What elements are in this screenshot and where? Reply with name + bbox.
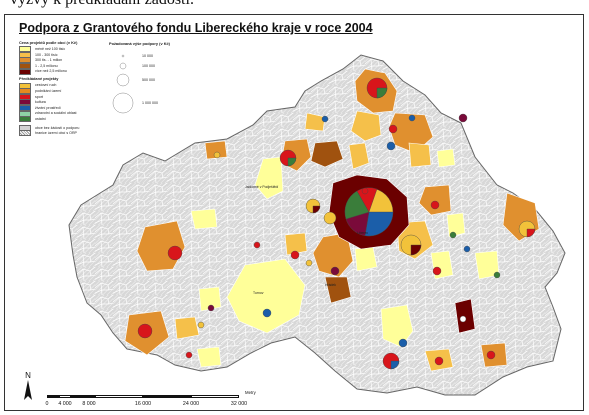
size-legend-label: 10 000	[142, 54, 153, 58]
north-arrow-icon	[24, 380, 32, 400]
theme-legend-item: ostatní	[19, 116, 79, 123]
cost-legend-item: méně než 100 tisíc	[19, 46, 79, 53]
map-frame: Podpora z Grantového fondu Libereckého k…	[4, 14, 584, 411]
legend-swatch	[19, 62, 31, 69]
theme-legend-item: sport	[19, 93, 79, 100]
cost-legend-item: 300 tis. - 1 milion	[19, 57, 79, 64]
scale-tick: 32 000	[230, 401, 248, 407]
legend-label: životní prostředí	[35, 105, 61, 110]
size-legend-label: 1 000 000	[142, 101, 158, 105]
legend-swatch	[19, 93, 31, 100]
scale-tick: 24 000	[182, 401, 200, 407]
theme-legend-item: cestovní ruch	[19, 82, 79, 89]
theme-legend-title: Předkládané projekty	[19, 76, 59, 82]
legend-swatch	[19, 68, 31, 75]
legend-label: sport	[35, 94, 43, 99]
cost-legend-title: Cena projektů podle obcí (v Kč)	[19, 40, 78, 45]
legend-label: více než 2,5 milionu	[35, 69, 67, 74]
legend-swatch	[19, 46, 31, 53]
legend-label: 1 - 2,5 milionu	[35, 63, 58, 68]
project-pie-symbols	[137, 77, 536, 370]
scale-bar: 0 4 000 8 000 16 000 24 000 32 000 Metry	[45, 390, 287, 410]
scale-tick: 8 000	[82, 401, 96, 407]
legend-label: obce bez žádostí o podporu	[35, 125, 80, 130]
scale-tick: 4 000	[58, 401, 72, 407]
other-legend-item: hranice území obcí s ORP	[19, 130, 79, 137]
size-legend-title: Požadovaná výše podpory (v Kč)	[109, 41, 170, 46]
legend-label: ostatní	[35, 116, 46, 121]
cost-legend-item: 100 - 300 tisíc	[19, 51, 79, 58]
scale-unit: Metry	[245, 390, 256, 395]
legend-swatch	[19, 124, 31, 131]
legend-swatch	[19, 116, 31, 123]
theme-legend-item: kultura	[19, 99, 79, 106]
legend-swatch	[19, 130, 31, 137]
scale-tick: 16 000	[134, 401, 152, 407]
map-title: Podpora z Grantového fondu Libereckého k…	[19, 21, 373, 35]
choropleth-map	[68, 54, 566, 396]
caption-text: výzvy k předkládání žádostí.	[10, 0, 194, 9]
legend-swatch	[19, 82, 31, 89]
legend-swatch	[19, 110, 31, 117]
legend-label: podnikání území	[35, 88, 62, 93]
legend-label: zdravotní a sociální oblast	[35, 111, 77, 116]
legend-swatch	[19, 88, 31, 95]
legend-label: kultura	[35, 100, 46, 105]
legend-label: hranice území obcí s ORP	[35, 131, 77, 136]
legend-swatch	[19, 51, 31, 58]
legend-label: cestovní ruch	[35, 83, 57, 88]
legend-label: méně než 100 tisíc	[35, 47, 66, 51]
size-legend-label: 100 000	[142, 64, 155, 68]
region-outline	[68, 54, 566, 396]
place-label: Jablonné v Podještědí	[245, 185, 279, 189]
legend-label: 100 - 300 tisíc	[35, 52, 58, 57]
cost-legend-item: více než 2,5 milionu	[19, 68, 79, 75]
legend-swatch	[19, 99, 31, 106]
caption-fragment: výzvy k předkládání žádostí.	[0, 0, 589, 14]
other-legend-item: obce bez žádostí o podporu	[19, 124, 80, 131]
theme-legend-item: životní prostředí	[19, 104, 79, 111]
place-label: Hrádek	[325, 283, 336, 287]
legend-swatch	[19, 57, 31, 64]
size-legend-circles	[112, 54, 134, 114]
size-legend-label: 500 000	[142, 78, 155, 82]
cost-legend: Cena projektů podle obcí (v Kč) méně než…	[19, 40, 80, 137]
place-label: Liberec	[357, 231, 369, 235]
cost-legend-item: 1 - 2,5 milionu	[19, 62, 79, 69]
theme-legend-item: podnikání území	[19, 88, 79, 95]
legend-swatch	[19, 104, 31, 111]
theme-legend-item: zdravotní a sociální oblast	[19, 110, 79, 117]
legend-label: 300 tis. - 1 milion	[35, 58, 63, 63]
scale-tick: 0	[45, 401, 49, 407]
place-label: Turnov	[253, 291, 264, 295]
north-arrow: N	[23, 371, 33, 404]
north-label: N	[25, 371, 31, 380]
size-legend: Požadovaná výše podpory (v Kč) 10 000 10…	[109, 41, 209, 121]
